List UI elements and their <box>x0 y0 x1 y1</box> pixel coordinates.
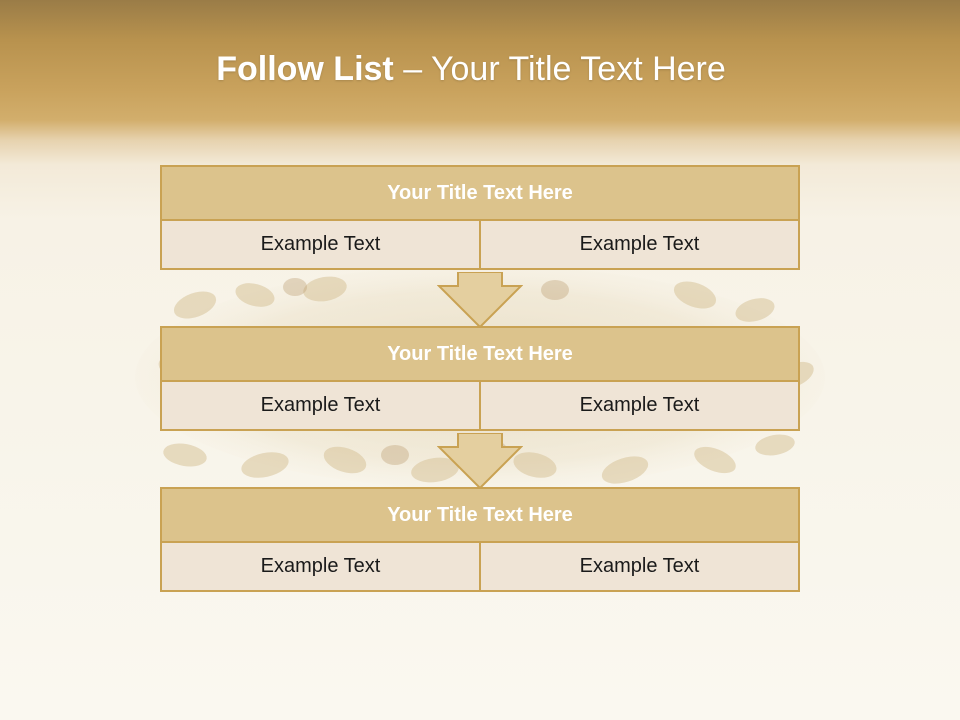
down-arrow-icon <box>437 272 523 328</box>
down-arrow-icon <box>437 433 523 489</box>
block-row: Example Text Example Text <box>160 382 800 431</box>
block-row: Example Text Example Text <box>160 221 800 270</box>
slide-title-rest: – Your Title Text Here <box>393 50 726 88</box>
block-row: Example Text Example Text <box>160 543 800 592</box>
block-title: Your Title Text Here <box>160 487 800 543</box>
block-cell-right: Example Text <box>481 543 800 592</box>
block-cell-left: Example Text <box>160 543 481 592</box>
block-cell-right: Example Text <box>481 382 800 431</box>
slide-title-bold: Follow List <box>216 50 394 88</box>
flow-block-2: Your Title Text Here Example Text Exampl… <box>160 326 800 431</box>
block-title: Your Title Text Here <box>160 326 800 382</box>
slide-title: Follow List – Your Title Text Here <box>0 50 942 89</box>
block-cell-left: Example Text <box>160 382 481 431</box>
flow-block-3: Your Title Text Here Example Text Exampl… <box>160 487 800 592</box>
block-cell-right: Example Text <box>481 221 800 270</box>
flow-block-1: Your Title Text Here Example Text Exampl… <box>160 165 800 270</box>
block-cell-left: Example Text <box>160 221 481 270</box>
block-title: Your Title Text Here <box>160 165 800 221</box>
